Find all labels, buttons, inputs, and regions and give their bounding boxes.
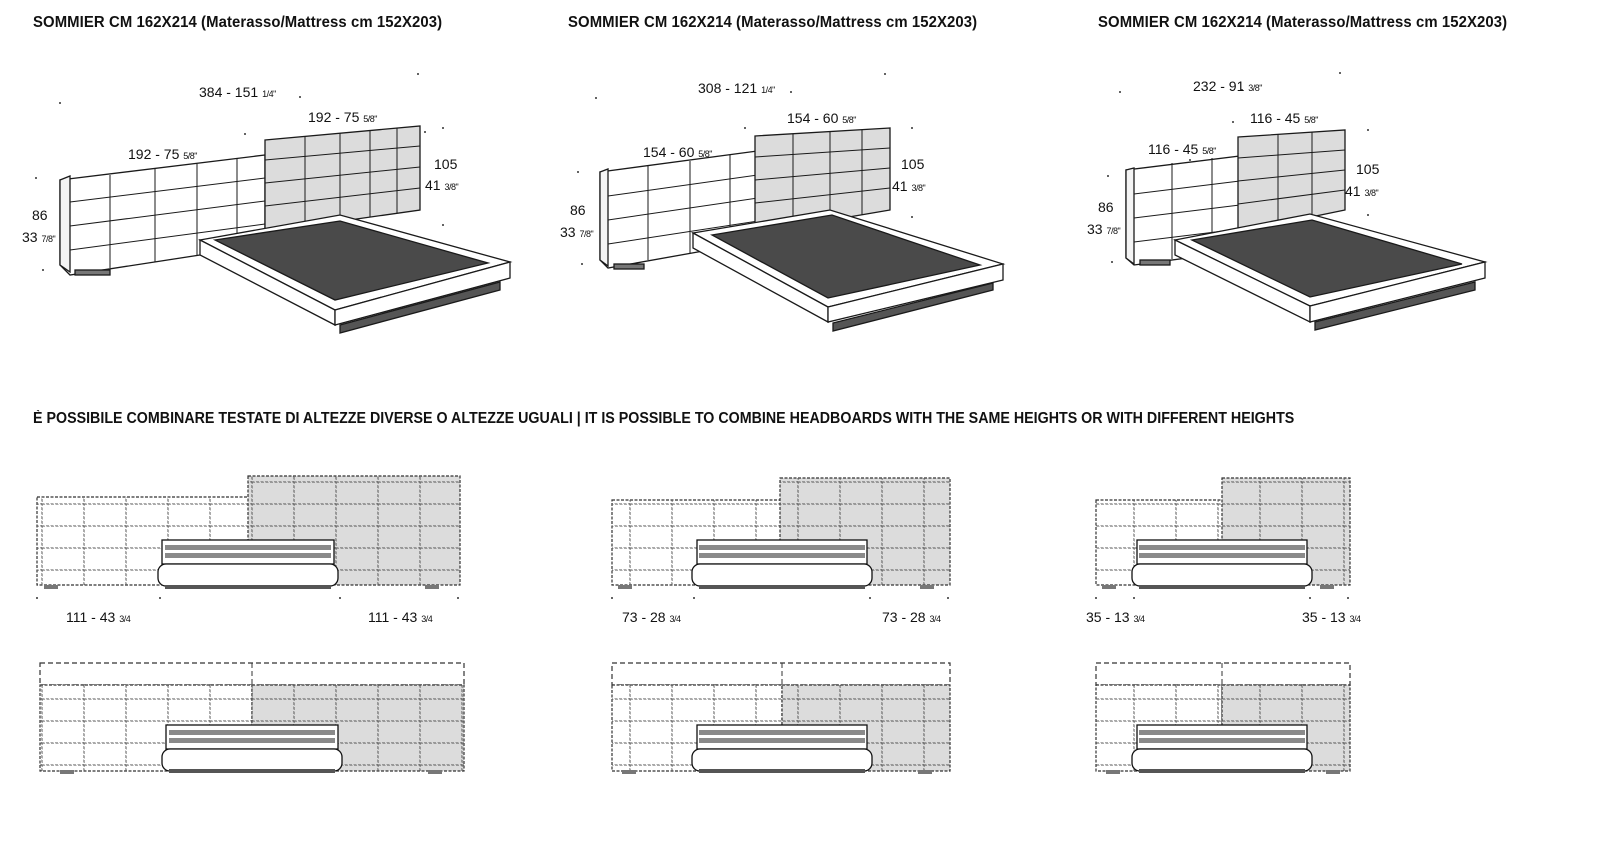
front-bed-c <box>1095 477 1351 589</box>
bed1-low-height-in: 33 7/8" <box>22 229 56 245</box>
bed-perspective-1 <box>0 0 560 350</box>
bed1-total-width: 384 - 151 1/4" <box>199 84 276 100</box>
combination-banner: È POSSIBILE COMBINARE TESTATE DI ALTEZZE… <box>33 410 1295 427</box>
front-bed-d <box>39 662 465 774</box>
bed3-total-width: 232 - 91 3/8" <box>1193 78 1262 94</box>
bed2-left-width: 154 - 60 5/8" <box>643 144 712 160</box>
bed-perspective-2-drawing <box>577 73 1006 332</box>
bed2-total-width: 308 - 121 1/4" <box>698 80 775 96</box>
bed-title-3: SOMMIER CM 162X214 (Materasso/Mattress c… <box>1098 14 1508 31</box>
front3-right-dim: 35 - 13 3/4 <box>1302 609 1361 625</box>
bed1-right-width: 192 - 75 5/8" <box>308 109 377 125</box>
bed1-left-width: 192 - 75 5/8" <box>128 146 197 162</box>
bed2-right-width: 154 - 60 5/8" <box>787 110 856 126</box>
bed2-tall-height-in: 41 3/8" <box>892 178 926 194</box>
front1-left-dim: 111 - 43 3/4 <box>66 609 131 625</box>
bed-perspective-3 <box>0 0 1560 350</box>
bed-title-2: SOMMIER CM 162X214 (Materasso/Mattress c… <box>568 14 978 31</box>
bed3-low-height: 86 <box>1098 199 1114 215</box>
bed1-tall-height-in: 41 3/8" <box>425 177 459 193</box>
bed-perspective-1-drawing <box>35 73 513 334</box>
front-views-different-heights <box>36 475 1351 599</box>
bed3-tall-height: 105 <box>1356 161 1380 177</box>
front-bed-a <box>36 475 461 589</box>
front-bed-e <box>611 662 951 774</box>
bed2-low-height: 86 <box>570 202 586 218</box>
front3-left-dim: 35 - 13 3/4 <box>1086 609 1145 625</box>
bed2-tall-height: 105 <box>901 156 925 172</box>
bed1-low-height: 86 <box>32 207 48 223</box>
bed3-low-height-in: 33 7/8" <box>1087 221 1121 237</box>
bed2-low-height-in: 33 7/8" <box>560 224 594 240</box>
front2-left-dim: 73 - 28 3/4 <box>622 609 681 625</box>
front-bed-f <box>1095 662 1351 774</box>
bed3-right-width: 116 - 45 5/8" <box>1250 110 1318 126</box>
bed-perspective-3-drawing <box>1107 72 1488 331</box>
front2-right-dim: 73 - 28 3/4 <box>882 609 941 625</box>
bed3-left-width: 116 - 45 5/8" <box>1148 141 1216 157</box>
front-views-same-heights <box>39 662 1351 774</box>
front-bed-b <box>611 477 951 589</box>
bed-title-1: SOMMIER CM 162X214 (Materasso/Mattress c… <box>33 14 443 31</box>
bed1-tall-height: 105 <box>434 156 458 172</box>
front1-right-dim: 111 - 43 3/4 <box>368 609 433 625</box>
bed3-tall-height-in: 41 3/8" <box>1345 183 1379 199</box>
bed-perspective-2 <box>0 0 1060 350</box>
